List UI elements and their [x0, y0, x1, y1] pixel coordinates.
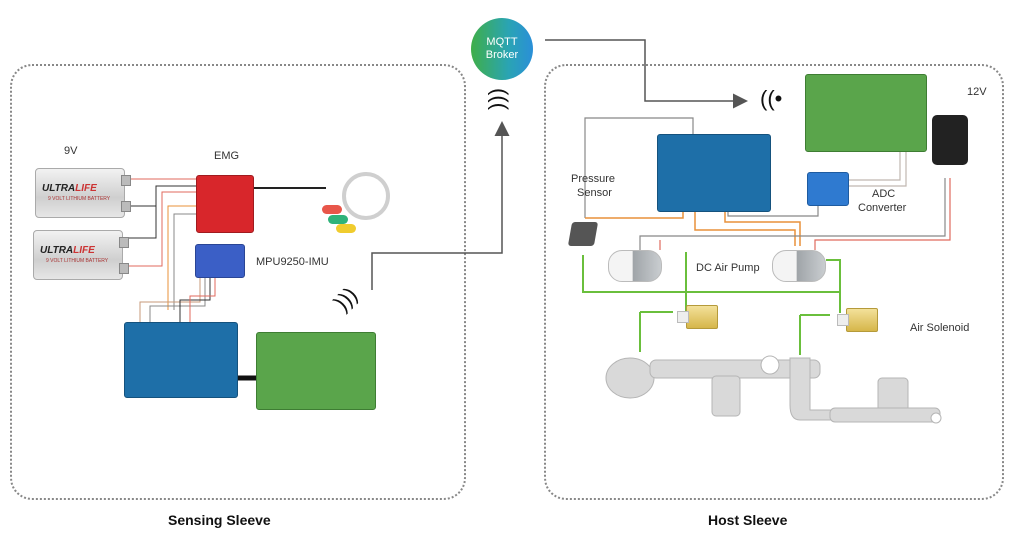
adc-converter-board — [807, 172, 849, 206]
battery-brand-accent: LIFE — [73, 245, 95, 256]
sensing-raspberry-pi — [256, 332, 376, 410]
electrode-pad-red — [322, 205, 342, 214]
dc-air-pump-1 — [608, 250, 662, 282]
solenoid-label: Air Solenoid — [910, 322, 970, 334]
host-raspberry-pi — [805, 74, 927, 152]
broker-label-line1: MQTT — [486, 36, 518, 48]
pressure-sensor-label-1: Pressure — [571, 173, 616, 185]
imu-label: MPU9250-IMU — [256, 256, 329, 268]
adc-label-1: ADC — [872, 188, 896, 200]
adc-label-2: Converter — [858, 202, 907, 214]
battery-wires — [128, 178, 196, 310]
power-label: 12V — [967, 86, 987, 98]
battery-sub: 9 VOLT LITHIUM BATTERY — [48, 196, 111, 202]
power-supply-12v — [932, 115, 968, 165]
sensing-arduino — [124, 322, 238, 398]
dc-air-pump-2 — [772, 250, 826, 282]
air-solenoid-2 — [837, 308, 878, 332]
imu-board — [195, 244, 245, 278]
imu-wires — [139, 276, 216, 322]
wifi-icon: ))) — [483, 88, 509, 110]
host-sleeve-panel — [544, 64, 1004, 500]
emg-label: EMG — [214, 150, 240, 162]
emg-electrode-cable — [342, 172, 390, 220]
host-arduino — [657, 134, 771, 212]
emg-sensor-board — [196, 175, 254, 233]
battery-label: 9V — [64, 145, 78, 157]
air-solenoid-1 — [677, 305, 718, 329]
pressure-sensor-label-2: Sensor — [577, 187, 612, 199]
battery-9v-2: ULTRALIFE 9 VOLT LITHIUM BATTERY — [33, 230, 129, 280]
wifi-icon: ((• — [760, 86, 783, 111]
host-wires — [582, 117, 951, 355]
sensing-to-broker-link — [371, 121, 510, 290]
pump-label: DC Air Pump — [696, 262, 760, 274]
battery-brand: ULTRALIFE — [42, 183, 97, 194]
sensing-sleeve-panel — [10, 64, 466, 500]
battery-brand-accent: LIFE — [75, 183, 97, 194]
electrode-pad-yellow — [336, 224, 356, 233]
battery-brand: ULTRALIFE — [40, 245, 95, 256]
host-sleeve-title: Host Sleeve — [708, 512, 788, 528]
mqtt-broker-node: MQTT Broker — [471, 18, 533, 80]
pressure-sensor — [567, 222, 599, 246]
broker-to-host-link — [545, 39, 748, 109]
battery-9v-1: ULTRALIFE 9 VOLT LITHIUM BATTERY — [35, 168, 131, 218]
pneumatic-sleeve — [605, 355, 942, 424]
sensing-sleeve-title: Sensing Sleeve — [168, 512, 271, 528]
battery-sub: 9 VOLT LITHIUM BATTERY — [46, 258, 109, 264]
broker-label-line2: Broker — [485, 49, 519, 61]
electrode-pad-green — [328, 215, 348, 224]
